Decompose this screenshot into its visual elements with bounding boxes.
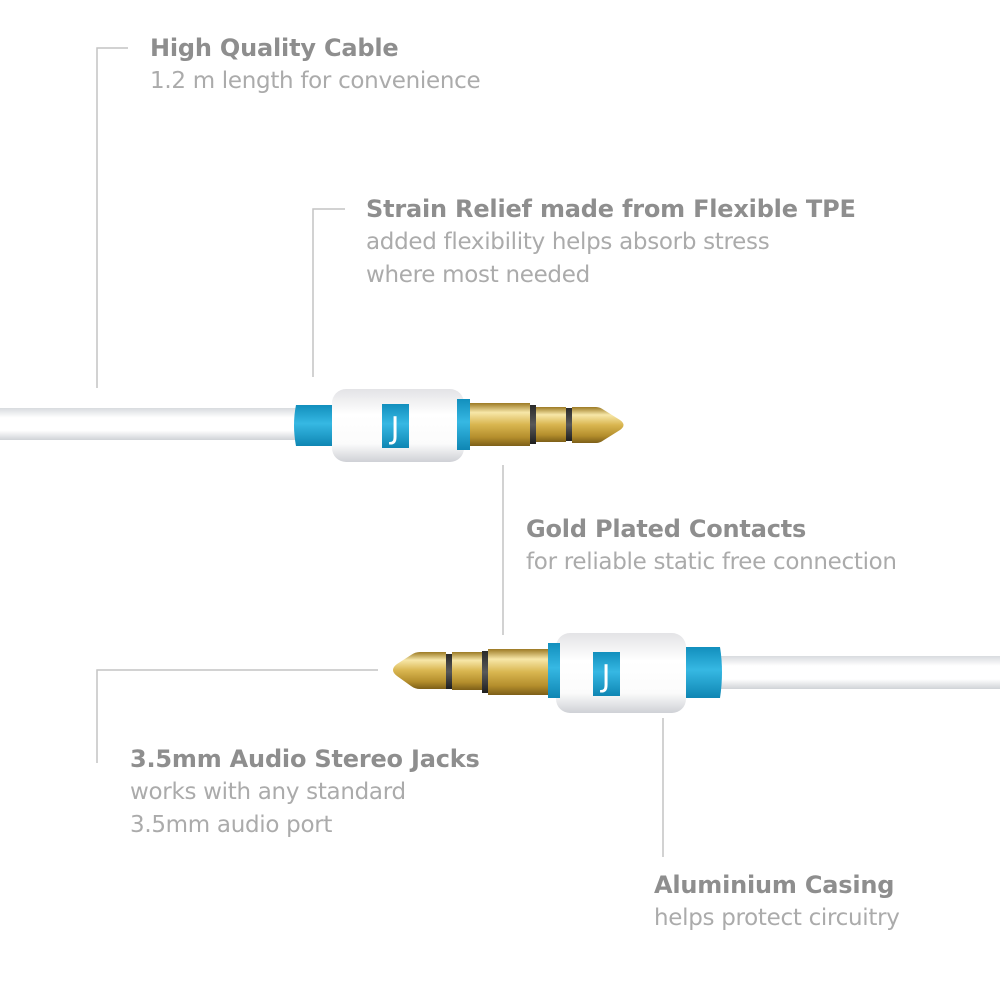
callout-cable-desc-line-1: 1.2 m length for convenience (150, 68, 481, 94)
callout-jacks-desc-line-2: 3.5mm audio port (130, 812, 333, 838)
lower-plug-sleeve (488, 649, 548, 695)
lower-logo-letter: J (600, 659, 611, 694)
callout-contacts-title: Gold Plated Contacts (526, 515, 807, 543)
callout-strain-relief-desc-line-2: where most needed (366, 262, 590, 288)
lower-blue-band-left (548, 643, 560, 698)
upper-insulator-ring-1 (530, 405, 536, 444)
lower-insulator-ring-2 (446, 654, 452, 689)
lower-plug-tip (393, 652, 446, 689)
callout-cable: High Quality Cable 1.2 m length for conv… (150, 31, 481, 98)
lower-cable (720, 656, 1000, 689)
callout-contacts-desc-line-1: for reliable static free connection (526, 549, 897, 575)
callout-casing: Aluminium Casing helps protect circuitry (654, 868, 900, 935)
upper-blue-band (294, 405, 338, 446)
leader-line-cable (96, 47, 128, 388)
upper-logo-badge (382, 404, 409, 448)
upper-insulator-ring-2 (566, 408, 572, 441)
lower-connector: J (393, 633, 1000, 713)
leader-line-strain-relief (312, 208, 345, 377)
lower-insulator-ring-1 (482, 651, 488, 693)
callout-casing-desc-line-1: helps protect circuitry (654, 905, 900, 931)
upper-plug-ring (536, 407, 566, 442)
leader-line-jacks (96, 669, 378, 763)
lower-white-body (556, 633, 686, 713)
callout-jacks: 3.5mm Audio Stereo Jacks works with any … (130, 742, 480, 842)
lower-blue-band-right (676, 647, 722, 698)
callout-cable-title: High Quality Cable (150, 34, 399, 62)
callout-strain-relief: Strain Relief made from Flexible TPE add… (366, 192, 856, 292)
upper-plug-sleeve (470, 403, 530, 446)
callout-contacts: Gold Plated Contacts for reliable static… (526, 512, 897, 579)
callout-jacks-title: 3.5mm Audio Stereo Jacks (130, 745, 480, 773)
callout-jacks-desc-line-1: works with any standard (130, 779, 406, 805)
lower-logo-badge (593, 652, 620, 696)
lower-plug-ring (452, 652, 482, 690)
callout-strain-relief-title: Strain Relief made from Flexible TPE (366, 195, 856, 223)
upper-plug-tip (572, 407, 624, 443)
upper-connector: J (0, 389, 624, 462)
upper-cable (0, 408, 300, 440)
leader-lines (96, 47, 664, 857)
callout-strain-relief-desc-line-1: added flexibility helps absorb stress (366, 229, 770, 255)
callout-casing-title: Aluminium Casing (654, 871, 895, 899)
upper-logo-letter: J (389, 411, 400, 446)
upper-blue-band-right (457, 399, 470, 450)
